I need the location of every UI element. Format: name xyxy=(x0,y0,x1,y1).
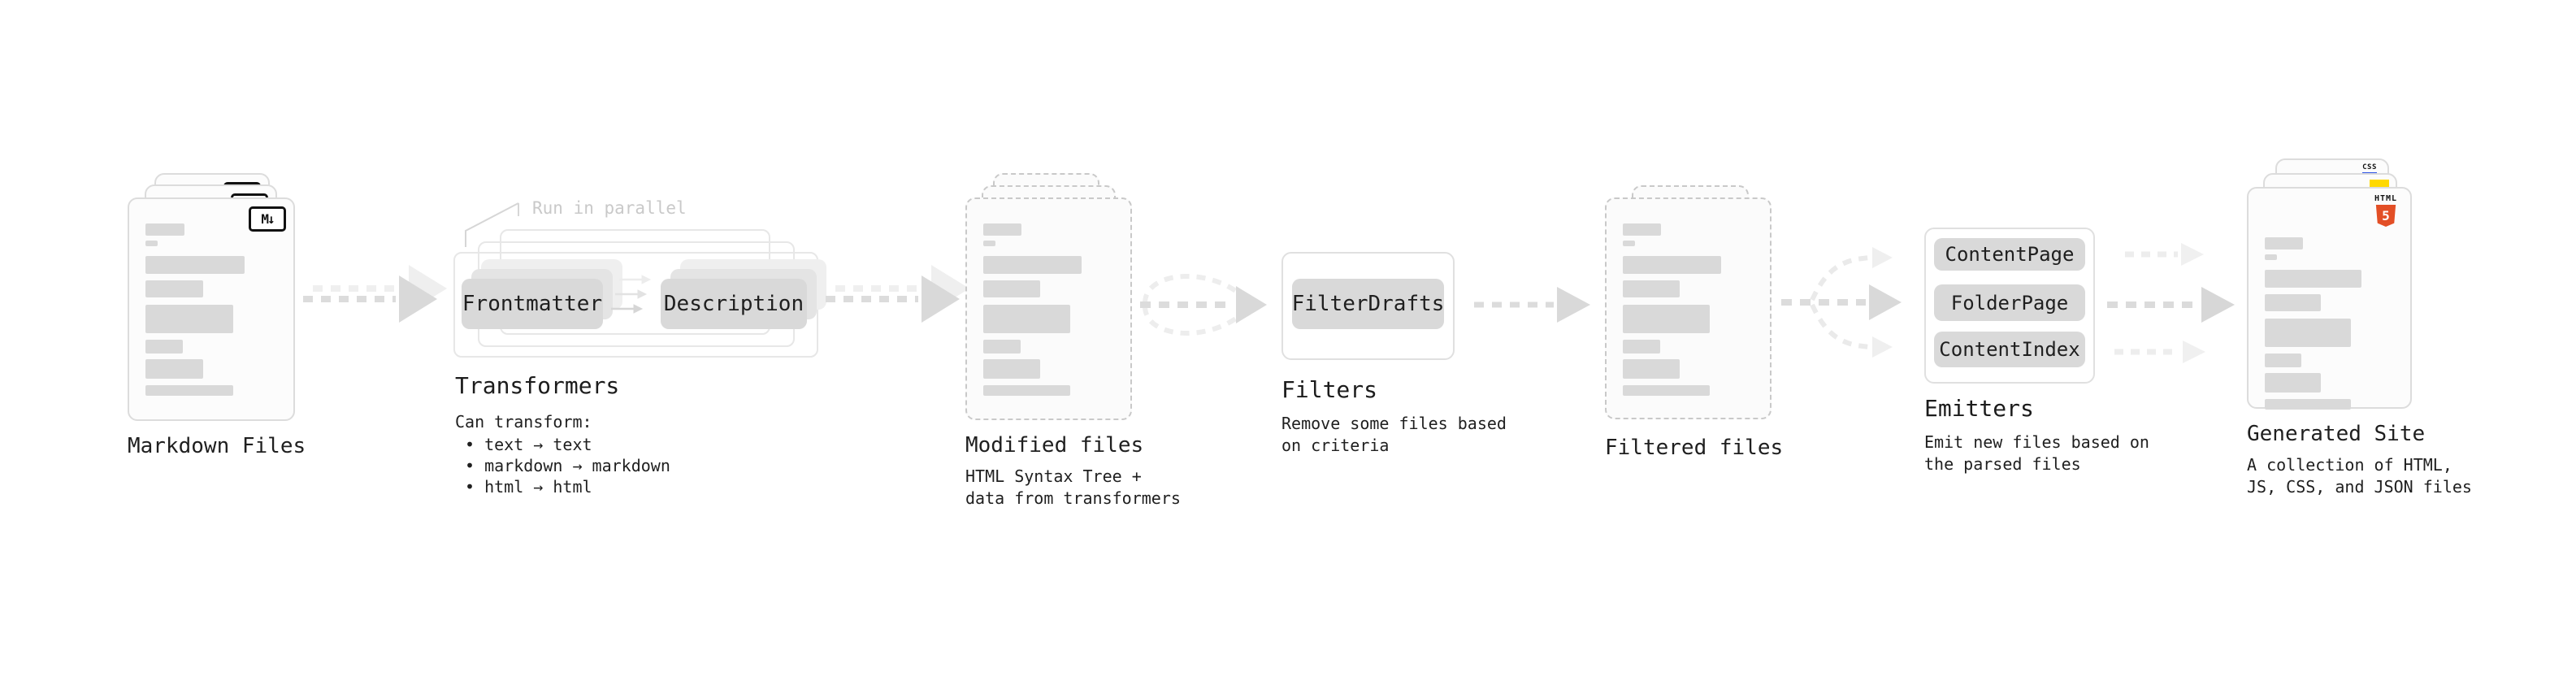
markdown-file-stack: M↓ M↓ M↓ xyxy=(128,173,331,421)
generated-site-caption-line: JS, CSS, and JSON files xyxy=(2247,477,2472,497)
filters-caption-line: Remove some files based xyxy=(1281,414,1507,433)
transformers-caption: Can transform: xyxy=(455,412,592,432)
modified-files-caption-line: data from transformers xyxy=(965,488,1181,508)
transformers-title: Transformers xyxy=(455,372,620,399)
filter-node-filterdrafts: FilterDrafts xyxy=(1292,279,1444,329)
markdown-file-card-front: M↓ xyxy=(128,197,295,421)
markdown-icon: M↓ xyxy=(249,206,286,232)
stage-generated-site: CSS HTML 5 Generated Site A collection o… xyxy=(2247,158,2472,498)
annotation-leader-line-icon xyxy=(465,202,519,247)
stage-filtered-files: Filtered files xyxy=(1605,185,1832,460)
emitters-caption-line: the parsed files xyxy=(1924,454,2081,474)
transform-bullet: • html → html xyxy=(465,477,592,497)
stage-markdown-files: M↓ M↓ M↓ Markdown Files xyxy=(128,173,331,458)
transform-bullet: • markdown → markdown xyxy=(465,456,670,475)
emitter-node-contentindex: ContentIndex xyxy=(1934,332,2085,367)
html5-icon: HTML 5 xyxy=(2370,195,2402,227)
modified-files-label: Modified files xyxy=(965,433,1144,458)
emitters-caption-line: Emit new files based on xyxy=(1924,432,2149,452)
transformer-node-description: Description xyxy=(661,279,807,329)
placeholder-text-lines xyxy=(145,222,271,396)
transformer-node-frontmatter: Frontmatter xyxy=(462,279,603,329)
filtered-file-card-front xyxy=(1605,197,1772,419)
filters-title: Filters xyxy=(1281,376,1378,403)
filtered-files-label: Filtered files xyxy=(1605,436,1784,460)
placeholder-text-lines xyxy=(2265,236,2387,410)
emitter-node-folderpage: FolderPage xyxy=(1934,284,2085,321)
stage-modified-files: Modified files HTML Syntax Tree + data f… xyxy=(965,173,1181,510)
modified-file-stack xyxy=(965,173,1177,420)
markdown-files-label: Markdown Files xyxy=(128,434,306,458)
run-in-parallel-annotation: Run in parallel xyxy=(532,198,687,218)
arrow-filtered-to-emitters-diverge-icon xyxy=(1781,247,1902,358)
arrow-emitters-to-site-icon xyxy=(2107,243,2235,363)
html-file-card: HTML 5 xyxy=(2247,187,2412,410)
emitter-node-contentpage: ContentPage xyxy=(1934,238,2085,271)
placeholder-text-lines xyxy=(983,222,1108,396)
modified-file-card-front xyxy=(965,197,1132,420)
arrow-modified-to-filters-converge-icon xyxy=(1140,274,1267,336)
generated-site-caption-line: A collection of HTML, xyxy=(2247,455,2452,475)
modified-files-caption-line: HTML Syntax Tree + xyxy=(965,466,1142,486)
stage-emitters: ContentPage FolderPage ContentIndex Emit… xyxy=(1924,228,2152,475)
transform-bullet: • text → text xyxy=(465,435,592,454)
placeholder-text-lines xyxy=(1623,222,1747,396)
stage-filters: FilterDrafts Filters Remove some files b… xyxy=(1281,252,1507,457)
generated-site-stack: CSS HTML 5 xyxy=(2247,158,2450,410)
arrow-transformers-to-modified-icon xyxy=(826,265,969,323)
filtered-file-stack xyxy=(1605,185,1832,419)
stage-transformers: Run in parallel Frontmatter Description … xyxy=(453,198,835,504)
parallel-arrows-icon xyxy=(611,275,652,314)
arrow-markdown-to-transformers-icon xyxy=(303,265,447,323)
filters-caption-line: on criteria xyxy=(1281,436,1390,455)
generated-site-label: Generated Site xyxy=(2247,422,2426,446)
emitters-title: Emitters xyxy=(1924,395,2034,422)
arrow-filters-to-filtered-icon xyxy=(1474,287,1590,323)
